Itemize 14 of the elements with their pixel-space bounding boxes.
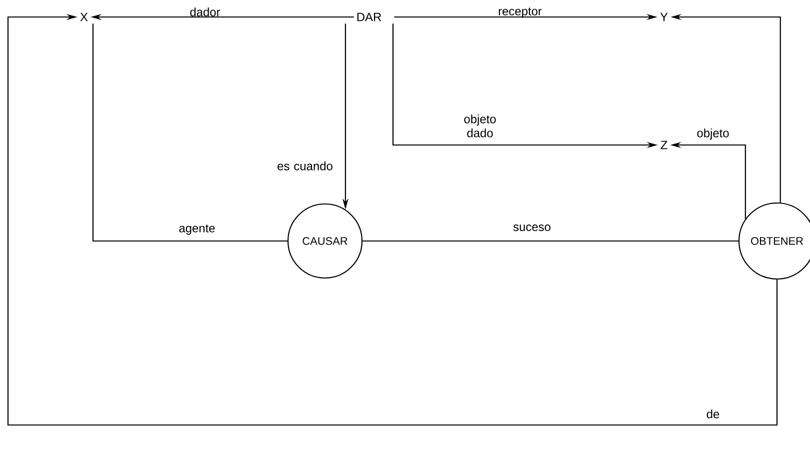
edge-label: de — [706, 410, 720, 418]
circle-node: CAUSAR — [287, 203, 363, 279]
edge-label: es cuando — [278, 162, 332, 170]
node-label: X — [80, 12, 88, 22]
edge-label: agente — [179, 224, 215, 235]
edge-label: objeto dado — [464, 114, 496, 138]
node-label: Y — [660, 12, 668, 22]
edge-label: dador — [190, 8, 220, 16]
node-label: Z — [660, 140, 668, 150]
edge-label: objeto — [697, 128, 729, 140]
edge-label: receptor — [498, 8, 542, 18]
edge-label: suceso — [513, 224, 550, 232]
arrow — [7, 14, 778, 426]
node-label: DAR — [357, 12, 382, 22]
